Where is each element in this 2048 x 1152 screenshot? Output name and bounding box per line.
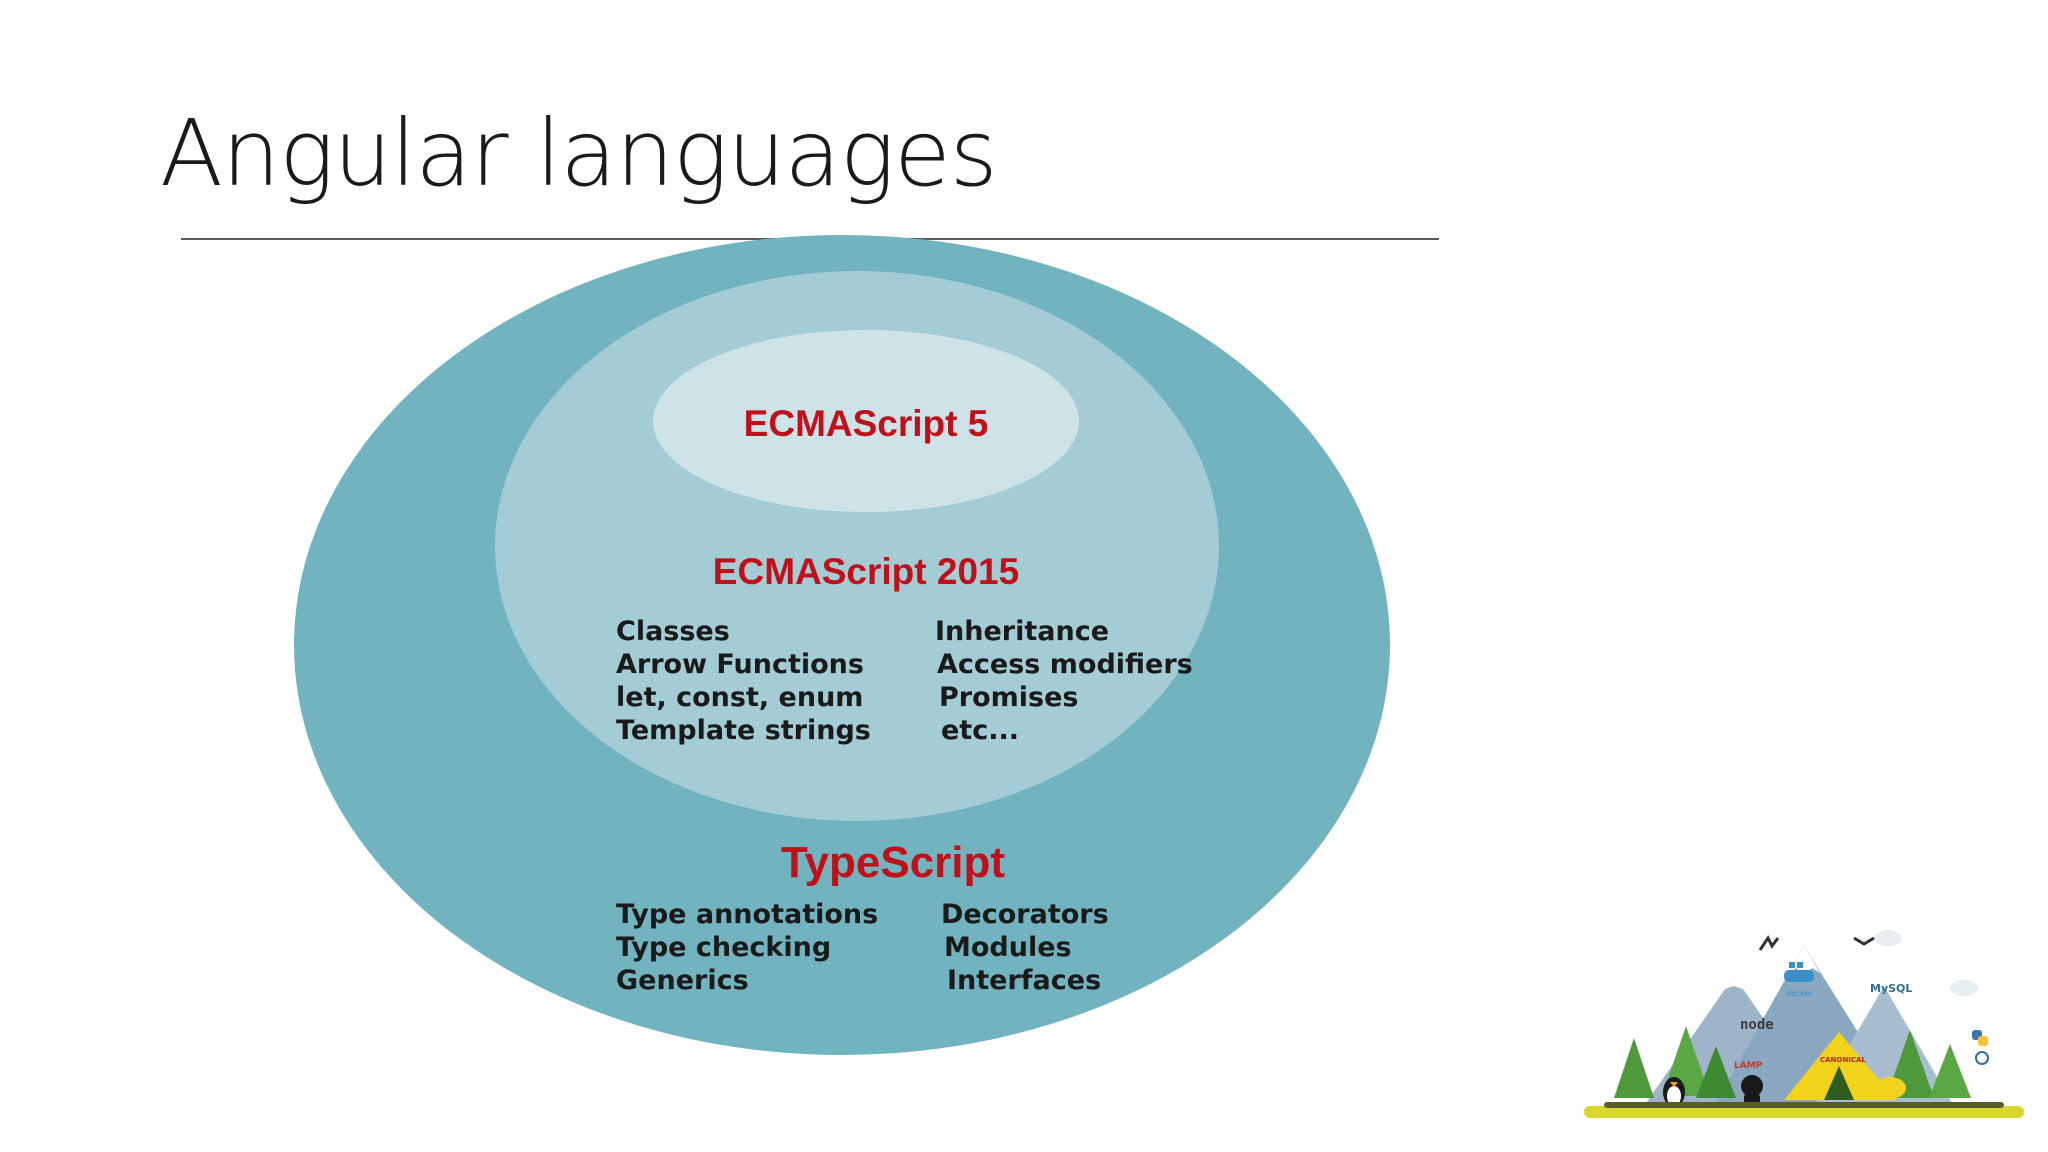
cloud-icon (1874, 930, 1902, 946)
es2015-feature: let, const, enum (616, 682, 863, 713)
bird-icon (1853, 936, 1875, 946)
tree (1614, 1038, 1654, 1098)
typescript-heading: TypeScript (781, 838, 1005, 887)
linux-penguin-icon (1663, 1077, 1685, 1107)
node-label: node (1740, 1017, 1774, 1033)
es2015-feature: Access modifiers (937, 649, 1193, 680)
ecmascript-2015-heading: ECMAScript 2015 (713, 551, 1019, 592)
es2015-feature: Inheritance (935, 616, 1109, 647)
snow-cap (1725, 976, 1743, 989)
python-icon (1972, 1030, 1988, 1046)
mysql-label: MySQL (1870, 982, 1912, 995)
ecmascript-5-heading: ECMAScript 5 (744, 403, 989, 444)
tree (1929, 1044, 1971, 1098)
tree (1696, 1046, 1736, 1098)
ground-shadow (1604, 1102, 2004, 1108)
cloud-icon (1950, 980, 1978, 996)
hadoop-elephant-icon (1874, 1077, 1906, 1099)
github-octocat-icon (1741, 1075, 1763, 1106)
es2015-feature: Template strings (616, 715, 871, 746)
docker-label: docker (1786, 989, 1814, 998)
snow-cap (1789, 946, 1820, 976)
typescript-feature: Type checking (616, 932, 831, 963)
tent-door (1824, 1066, 1854, 1100)
typescript-feature: Decorators (941, 899, 1109, 930)
typescript-feature: Type annotations (616, 899, 878, 930)
typescript-feature: Modules (944, 932, 1072, 963)
typescript-feature: Interfaces (947, 965, 1101, 996)
wordpress-icon (1975, 1051, 1989, 1065)
canonical-label: CANONICAL (1820, 1056, 1866, 1064)
lamp-label: LAMP (1734, 1061, 1763, 1071)
ground (1584, 1106, 2024, 1118)
tent (1784, 1032, 1896, 1100)
es2015-feature: Classes (616, 616, 730, 647)
es2015-feature: etc... (941, 715, 1019, 746)
ecmascript-5-ellipse (653, 330, 1079, 512)
slide-title: Angular languages (160, 100, 998, 207)
bird-icon (1758, 935, 1780, 951)
es2015-feature: Promises (939, 682, 1079, 713)
es2015-feature: Arrow Functions (616, 649, 864, 680)
open-source-camp-illustration: docker MySQL node LAMP CANONICAL (1584, 916, 2024, 1132)
typescript-feature: Generics (616, 965, 749, 996)
docker-whale-icon (1784, 962, 1814, 982)
